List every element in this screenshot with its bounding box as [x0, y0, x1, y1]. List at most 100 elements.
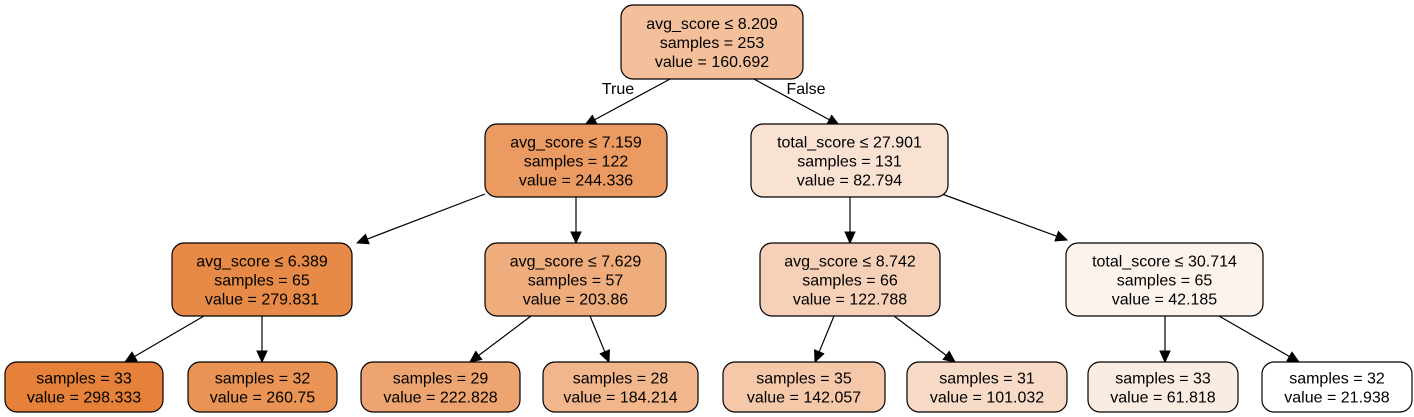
node-box: [484, 242, 667, 317]
node-value: value = 184.214: [563, 390, 677, 407]
edges-layer: True False: [123, 77, 1301, 364]
node-box: [542, 361, 699, 413]
node-box: [759, 242, 941, 317]
node-box: [4, 361, 164, 413]
node-samples: samples = 29: [393, 371, 489, 388]
node-samples: samples = 65: [214, 273, 310, 290]
node-value: value = 101.032: [930, 390, 1044, 407]
node-samples: samples = 65: [1117, 273, 1213, 290]
node-value: value = 260.75: [210, 390, 316, 407]
edge-arrowhead: [1159, 350, 1171, 364]
edge-label-true: True: [602, 81, 634, 98]
node-condition: avg_score ≤ 6.389: [196, 254, 328, 271]
edge-arrowhead: [469, 350, 483, 363]
edge-line: [589, 315, 606, 353]
edge-n5-n12: [893, 315, 956, 363]
edge-arrowhead: [570, 231, 582, 245]
node-condition: avg_score ≤ 8.209: [646, 16, 778, 33]
edge-arrowhead: [1286, 351, 1301, 363]
node-box: [1065, 242, 1264, 317]
node-value: value = 222.828: [383, 390, 497, 407]
node-condition: avg_score ≤ 7.629: [510, 254, 642, 271]
node-value: value = 21.938: [1284, 390, 1390, 407]
edge-line: [1218, 315, 1290, 358]
node-value: value = 122.788: [793, 292, 907, 309]
node-condition: avg_score ≤ 8.742: [784, 254, 916, 271]
node-box: [906, 361, 1068, 413]
node-condition: avg_score ≤ 7.159: [510, 135, 642, 152]
node-samples: samples = 253: [660, 35, 765, 52]
node-box: [187, 361, 338, 413]
edge-arrowhead: [1054, 230, 1069, 242]
edge-n4-n9: [469, 315, 532, 363]
edge-n3-n8: [256, 316, 268, 364]
leaf-node-n13: samples = 33 value = 61.818: [1087, 361, 1239, 413]
edge-line: [751, 77, 830, 121]
node-condition: total_score ≤ 27.901: [777, 135, 922, 152]
split-node-n1: avg_score ≤ 7.159 samples = 122 value = 24…: [484, 123, 668, 198]
node-value: value = 82.794: [797, 173, 903, 190]
edge-line: [367, 193, 486, 240]
leaf-node-n8: samples = 32 value = 260.75: [187, 361, 338, 413]
edge-line: [134, 315, 205, 357]
split-node-n5: avg_score ≤ 8.742 samples = 66 value = 122…: [759, 242, 941, 317]
node-samples: samples = 31: [939, 371, 1035, 388]
edge-arrowhead: [123, 351, 138, 363]
node-box: [1261, 361, 1413, 413]
node-samples: samples = 32: [215, 371, 311, 388]
edge-n6-n14: [1218, 315, 1301, 363]
node-value: value = 203.86: [523, 292, 629, 309]
edge-arrowhead: [942, 350, 956, 363]
node-value: value = 61.818: [1110, 390, 1216, 407]
leaf-node-n10: samples = 28 value = 184.214: [542, 361, 699, 413]
node-box: [1087, 361, 1239, 413]
node-samples: samples = 28: [573, 371, 669, 388]
node-samples: samples = 66: [802, 273, 898, 290]
node-value: value = 142.057: [747, 390, 861, 407]
edge-label-false: False: [786, 81, 825, 98]
node-box: [484, 123, 668, 198]
edge-line: [594, 77, 673, 121]
edge-line: [893, 315, 947, 356]
leaf-node-n12: samples = 31 value = 101.032: [906, 361, 1068, 413]
edge-n5-n11: [814, 315, 835, 364]
node-samples: samples = 33: [36, 371, 132, 388]
node-value: value = 160.692: [655, 54, 769, 71]
node-value: value = 298.333: [27, 390, 141, 407]
edge-n3-n7: [123, 315, 205, 363]
edge-arrowhead: [599, 349, 610, 364]
node-samples: samples = 33: [1115, 371, 1211, 388]
node-value: value = 279.831: [205, 292, 319, 309]
node-box: [171, 242, 353, 317]
leaf-node-n11: samples = 35 value = 142.057: [722, 361, 886, 413]
split-node-n3: avg_score ≤ 6.389 samples = 65 value = 279…: [171, 242, 353, 317]
node-value: value = 244.336: [519, 173, 633, 190]
node-samples: samples = 57: [528, 273, 624, 290]
node-samples: samples = 32: [1289, 371, 1385, 388]
edge-n2-n6: [941, 193, 1069, 242]
edge-n0-n2: False: [751, 77, 841, 126]
edge-arrowhead: [256, 350, 268, 364]
edge-n2-n5: [844, 197, 856, 245]
leaf-node-n9: samples = 29 value = 222.828: [360, 361, 521, 413]
leaf-node-n7: samples = 33 value = 298.333: [4, 361, 164, 413]
edge-n0-n1: True: [583, 77, 673, 126]
split-node-n0: avg_score ≤ 8.209 samples = 253 value = 16…: [620, 4, 804, 80]
edge-line: [941, 193, 1057, 237]
node-value: value = 42.185: [1112, 292, 1218, 309]
edge-n4-n10: [589, 315, 610, 364]
node-samples: samples = 122: [524, 154, 629, 171]
edge-arrowhead: [355, 233, 370, 245]
edge-n1-n4: [570, 197, 582, 245]
nodes-layer: avg_score ≤ 8.209 samples = 253 value = 16…: [4, 4, 1413, 413]
split-node-n4: avg_score ≤ 7.629 samples = 57 value = 203…: [484, 242, 667, 317]
node-box: [750, 123, 949, 198]
node-box: [620, 4, 804, 80]
node-samples: samples = 35: [756, 371, 852, 388]
split-node-n6: total_score ≤ 30.714 samples = 65 value = …: [1065, 242, 1264, 317]
edge-arrowhead: [814, 349, 825, 364]
node-box: [722, 361, 886, 413]
node-condition: total_score ≤ 30.714: [1092, 254, 1237, 271]
